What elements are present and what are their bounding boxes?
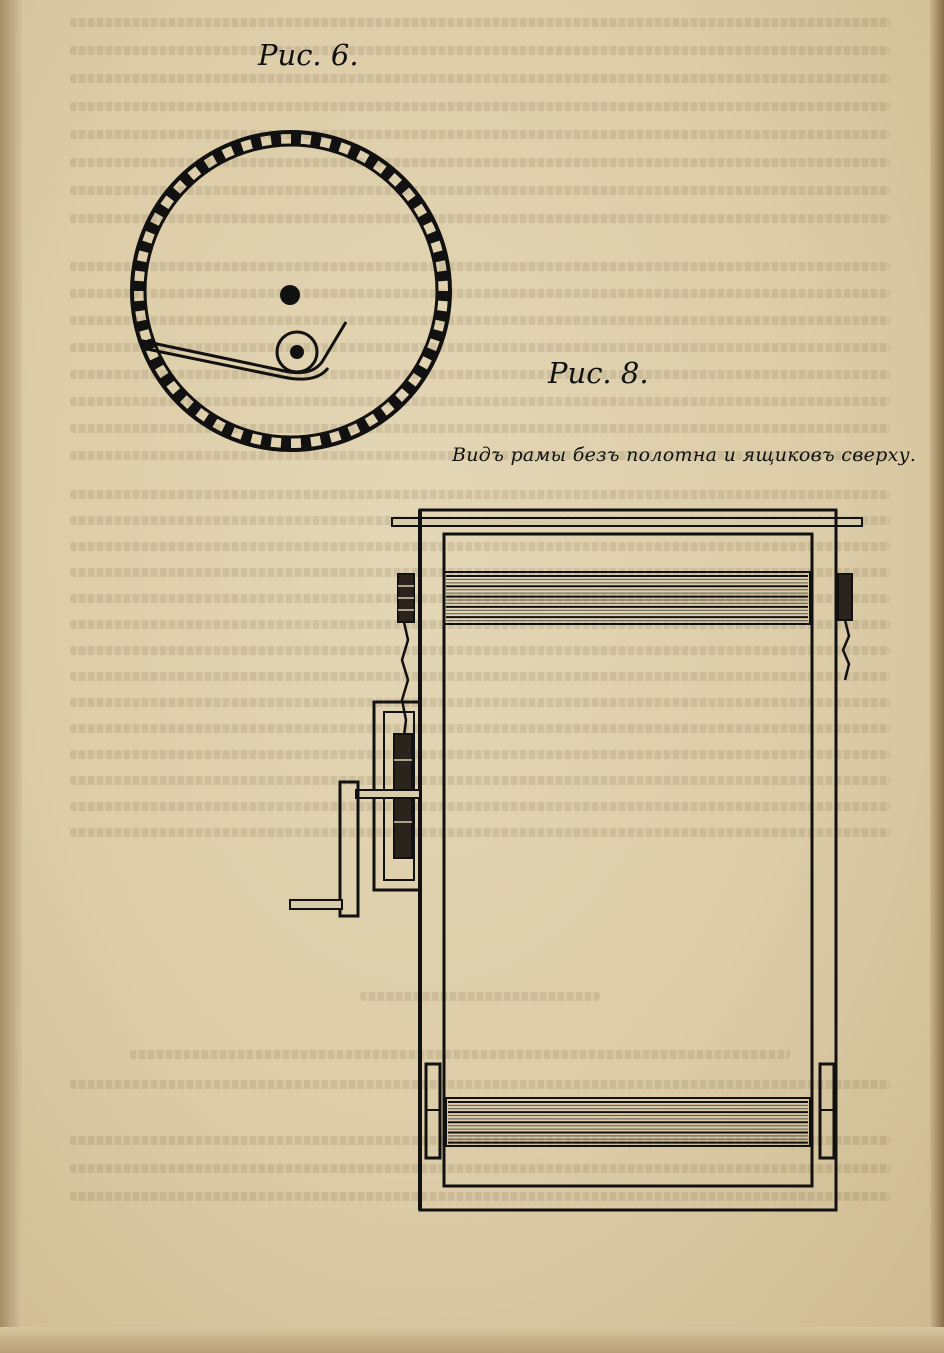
belt-strap — [137, 321, 348, 381]
small-pulley-hub — [290, 345, 304, 359]
right-hanging-chain — [841, 619, 851, 681]
bleed-through-line — [70, 724, 890, 733]
gear-outer-rim — [130, 130, 452, 452]
lower-roller — [448, 1101, 808, 1144]
bleed-through-line — [70, 262, 890, 271]
bleed-through-line — [360, 992, 600, 1001]
upper-axle-rod — [391, 517, 863, 527]
bleed-through-line — [70, 490, 890, 499]
bleed-through-line — [70, 130, 890, 139]
gear-tooth — [136, 319, 150, 332]
bleed-through-line — [70, 1136, 890, 1145]
page-left-edge — [0, 0, 22, 1353]
bleed-through-line — [70, 802, 890, 811]
gear-tooth — [291, 133, 302, 146]
gear-tooth — [310, 134, 322, 148]
bleed-through-line — [70, 646, 890, 655]
gear-axle-hole — [280, 285, 300, 305]
gear-tooth — [300, 435, 312, 449]
bleed-through-line — [70, 672, 890, 681]
bleed-through-line — [70, 18, 890, 27]
bleed-through-line — [70, 158, 890, 167]
gear-tooth — [432, 250, 446, 263]
gear-tooth — [328, 138, 342, 153]
gear-tooth — [435, 270, 449, 282]
bleed-through-line — [70, 370, 890, 379]
page-bottom-edge — [0, 1327, 944, 1353]
bleed-through-line — [70, 698, 890, 707]
bleed-through-line — [70, 289, 890, 298]
bleed-through-line — [70, 594, 890, 603]
bleed-through-line — [130, 1050, 790, 1059]
bleed-through-line — [70, 74, 890, 83]
bleed-through-line — [70, 750, 890, 759]
gear-tooth — [240, 429, 254, 444]
crank-shaft — [355, 789, 421, 799]
gear-tooth — [434, 310, 448, 322]
gear-tooth — [436, 291, 449, 302]
figure-6-caption: Рис. 6. — [258, 38, 359, 72]
bleed-through-line — [70, 424, 890, 433]
bleed-through-line — [70, 214, 890, 223]
gear-tooth — [134, 260, 148, 272]
gear-tooth — [319, 432, 332, 446]
bleed-through-line — [70, 451, 890, 460]
bleed-through-line — [70, 1164, 890, 1173]
frame-inner — [442, 532, 814, 1188]
figure-8-caption: Рис. 8. — [548, 356, 649, 390]
crank-arm — [338, 780, 360, 918]
bleed-through-line — [70, 828, 890, 837]
bleed-through-line — [70, 186, 890, 195]
gear-tooth — [250, 136, 263, 150]
lower-roller-outline — [445, 1097, 811, 1147]
upper-roller — [446, 575, 808, 622]
bleed-through-line — [70, 102, 890, 111]
gear-tooth — [138, 240, 153, 254]
right-upper-sprocket — [837, 573, 853, 621]
bleed-through-line — [70, 343, 890, 352]
gear-tooth — [133, 280, 146, 291]
bleed-through-line — [70, 776, 890, 785]
bleed-through-line — [70, 1080, 890, 1089]
bleed-through-line — [70, 542, 890, 551]
figure-8-subcaption: Видъ рамы безъ полотна и ящиковъ сверху. — [452, 444, 917, 466]
bleed-through-line — [70, 316, 890, 325]
bleed-through-line — [70, 397, 890, 406]
gear-tooth — [280, 436, 291, 449]
bleed-through-line — [70, 46, 890, 55]
gear-tooth — [133, 300, 147, 312]
upper-roller-outline — [443, 571, 811, 625]
page-right-edge — [930, 0, 944, 1353]
gear-inner-ring — [143, 143, 439, 439]
drive-chain — [400, 621, 410, 737]
bleed-through-line — [70, 1192, 890, 1201]
gear-tooth — [270, 133, 282, 147]
gear-tooth — [260, 434, 272, 448]
gear-tooth — [429, 328, 444, 342]
crank-handle — [289, 899, 343, 910]
